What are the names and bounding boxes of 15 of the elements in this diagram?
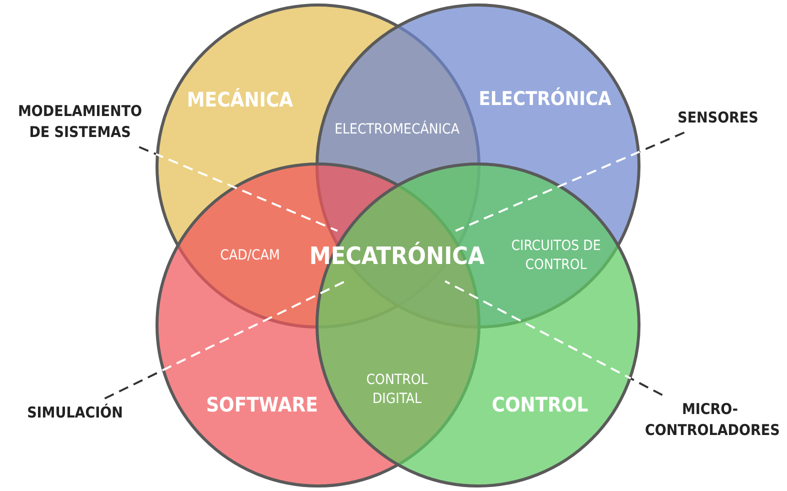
overlap-label: CAD/CAM: [220, 246, 280, 266]
leader-line: [104, 280, 346, 400]
callout-text: MODELAMIENTO DE SISTEMAS: [18, 101, 142, 143]
callout-text: SENSORES: [678, 108, 758, 128]
overlap-label: CONTROL DIGITAL: [365, 371, 429, 409]
set-label: ELECTRÓNICA: [478, 87, 612, 112]
set-label: SOFTWARE: [206, 392, 318, 418]
leader-line: [138, 146, 338, 232]
set-label: MECÁNICA: [186, 86, 294, 114]
leader-line: [455, 132, 685, 232]
callout-text: SIMULACIÓN: [27, 402, 123, 424]
set-label: CONTROL: [492, 392, 588, 418]
leader-line: [444, 280, 663, 396]
overlap-label: CIRCUITOS DE CONTROL: [510, 237, 602, 275]
overlap-label: ELECTROMECÁNICA: [334, 120, 460, 140]
